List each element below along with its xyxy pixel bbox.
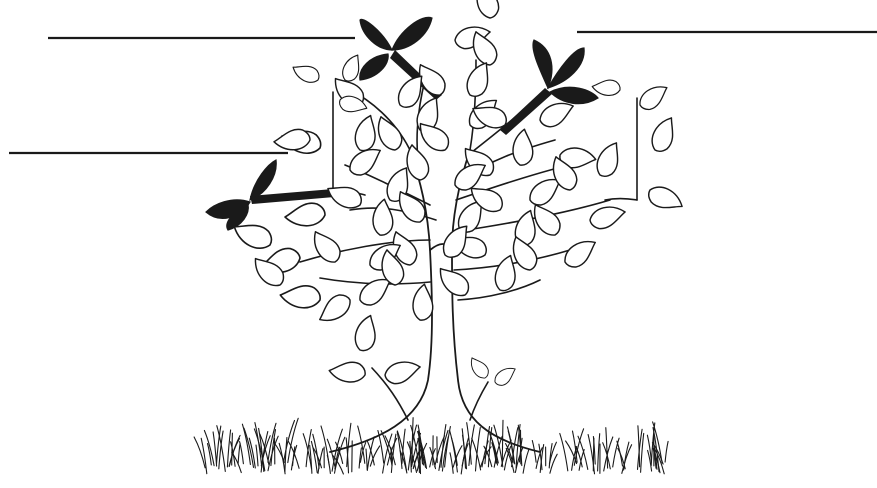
grass-blade <box>232 452 242 472</box>
grass-blade <box>604 437 613 471</box>
grass-blade <box>327 455 330 473</box>
leaf <box>370 198 396 237</box>
leaf <box>467 354 491 382</box>
grass-blade <box>370 446 379 466</box>
grass-blade <box>523 450 529 473</box>
grass <box>194 418 668 474</box>
grass-blade <box>665 441 668 462</box>
grass-blade <box>232 433 233 465</box>
leaf <box>560 236 601 272</box>
leaf <box>290 59 322 87</box>
leaf <box>647 114 683 155</box>
leaf <box>588 204 627 230</box>
leaf <box>434 261 473 302</box>
grass-blade <box>560 434 568 471</box>
grass-blade <box>613 438 619 467</box>
leaf <box>274 129 310 149</box>
leaf <box>383 359 422 385</box>
grass-blade <box>366 449 367 470</box>
leaf <box>591 77 621 97</box>
leaf <box>285 203 325 226</box>
grass-blade <box>624 442 629 470</box>
leaf <box>279 281 322 310</box>
leaf <box>328 358 367 384</box>
grass-blade <box>617 441 623 466</box>
grass-blade <box>256 445 258 466</box>
leaf <box>351 313 382 354</box>
leaf <box>645 182 686 218</box>
grass-blade <box>606 428 608 468</box>
grass-blade <box>238 443 240 464</box>
leaf <box>351 113 382 154</box>
leaf <box>510 128 536 167</box>
leaf <box>309 226 345 267</box>
grass-blade <box>318 449 323 474</box>
leaf <box>636 82 673 114</box>
leaf <box>592 139 628 180</box>
grass-blade <box>450 453 453 474</box>
grass-blade <box>502 420 503 464</box>
grass-blade <box>285 438 287 472</box>
grass-blade <box>579 450 584 471</box>
leaf <box>474 0 500 20</box>
grass-blade <box>311 441 317 472</box>
grass-blade <box>204 431 214 466</box>
leaf <box>462 59 498 100</box>
leaf <box>492 364 520 388</box>
leaf <box>374 113 405 154</box>
